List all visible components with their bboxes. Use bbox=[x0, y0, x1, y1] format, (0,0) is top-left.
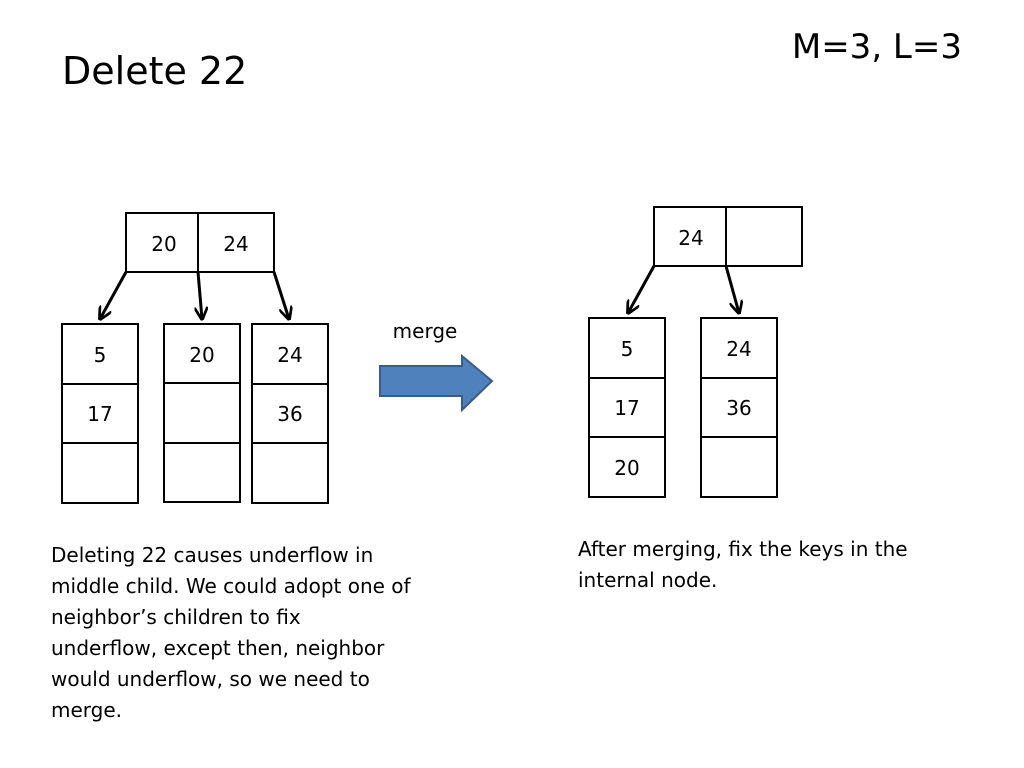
after-leaf-node: 5 17 20 bbox=[588, 317, 666, 498]
leaf-box bbox=[163, 323, 241, 503]
slide-title: Delete 22 bbox=[62, 49, 248, 93]
before-pointer-arrow bbox=[272, 271, 289, 319]
after-pointer-arrow bbox=[724, 265, 739, 313]
after-leaf-node: 24 36 bbox=[700, 317, 778, 498]
leaf-box bbox=[700, 317, 778, 498]
leaf-key: 5 bbox=[621, 337, 634, 361]
before-root-key: 20 bbox=[151, 232, 176, 256]
tree-parameters: M=3, L=3 bbox=[791, 27, 962, 67]
before-root-box bbox=[125, 212, 275, 273]
before-leaf-node: 20 bbox=[163, 323, 241, 503]
leaf-key: 20 bbox=[189, 343, 214, 367]
after-explanation: After merging, fix the keys in the inter… bbox=[578, 537, 908, 592]
leaf-key: 36 bbox=[726, 396, 751, 420]
leaf-box bbox=[251, 323, 329, 504]
after-root-key: 24 bbox=[678, 226, 703, 250]
leaf-box bbox=[588, 317, 666, 498]
after-pointer-arrow bbox=[628, 265, 656, 313]
leaf-key: 36 bbox=[277, 402, 302, 426]
merge-arrow-icon bbox=[379, 353, 494, 413]
before-root-node: 20 24 bbox=[125, 212, 275, 273]
after-tree: 24 5 17 20 24 36 bbox=[588, 206, 803, 498]
leaf-key: 17 bbox=[87, 402, 112, 426]
before-explanation: Deleting 22 causes underflow in middle c… bbox=[51, 543, 411, 722]
leaf-key: 5 bbox=[94, 343, 107, 367]
leaf-box bbox=[61, 323, 139, 504]
merge-label: merge bbox=[393, 319, 458, 343]
leaf-key: 20 bbox=[614, 456, 639, 480]
before-root-key: 24 bbox=[223, 232, 248, 256]
before-leaf-node: 24 36 bbox=[251, 323, 329, 504]
before-leaf-node: 5 17 bbox=[61, 323, 139, 504]
leaf-key: 24 bbox=[277, 343, 302, 367]
leaf-key: 24 bbox=[726, 337, 751, 361]
before-pointer-arrow bbox=[198, 271, 202, 319]
before-tree: 20 24 5 17 20 24 36 bbox=[61, 212, 329, 504]
leaf-key: 17 bbox=[614, 396, 639, 420]
after-root-box bbox=[653, 206, 803, 267]
after-root-node: 24 bbox=[653, 206, 803, 267]
before-pointer-arrow bbox=[100, 271, 128, 319]
